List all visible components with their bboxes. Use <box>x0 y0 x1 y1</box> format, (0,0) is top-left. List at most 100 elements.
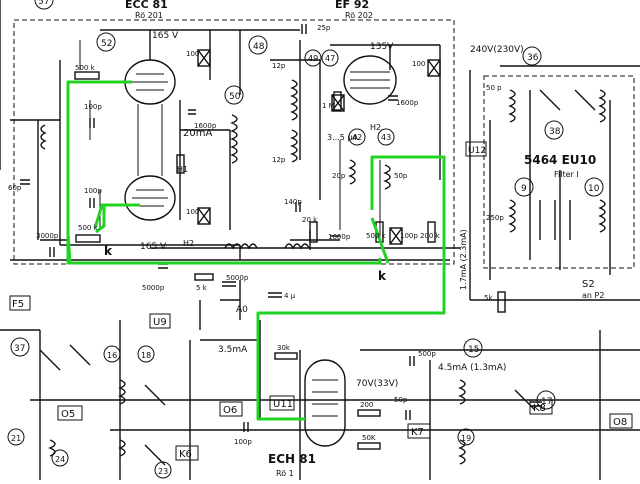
marker-36: 36 <box>527 53 539 63</box>
module-subtitle: Filter I <box>554 170 579 179</box>
tube-label-ef92: EF 92 <box>335 0 369 11</box>
resistor-200k <box>427 221 436 243</box>
tube-ech81 <box>304 359 346 447</box>
label-c12p-a: 12p <box>272 62 286 70</box>
label-h2: H2 <box>183 239 194 248</box>
label-c5000p-a: 5000p <box>142 284 165 292</box>
label-r500k-b: 500 k <box>78 224 99 232</box>
label-c12p-b: 12p <box>272 156 286 164</box>
label-r200: 200 <box>360 401 373 409</box>
label-v135: 135V <box>370 42 394 52</box>
label-c3000p: 3000p <box>36 232 59 240</box>
label-c50p-c: 50p <box>394 396 408 404</box>
marker-10: 10 <box>588 184 600 194</box>
coils <box>40 79 606 465</box>
marker-48: 48 <box>253 42 265 52</box>
label-u12: U12 <box>468 146 486 156</box>
label-c250p: 250p <box>486 214 504 222</box>
label-c5000p-b: 5000p <box>226 274 249 282</box>
label-c100p-a: 100p <box>84 103 102 111</box>
marker-18: 18 <box>141 351 151 360</box>
label-v70: 70V(33V) <box>356 379 398 389</box>
label-c1600p-a: 1600p <box>194 122 217 130</box>
marker-37: 37 <box>14 344 25 354</box>
marker-49: 49 <box>308 54 318 63</box>
label-c100p-b: 100p <box>84 187 102 195</box>
label-c50p-b: 50p <box>394 172 408 180</box>
marker-23: 23 <box>158 467 168 476</box>
label-r1m: 1 M <box>322 102 335 110</box>
marker-50: 50 <box>229 92 241 102</box>
label-r50k: 50K <box>362 434 376 442</box>
resistor-20k <box>309 221 318 243</box>
resistor-50k <box>357 442 381 450</box>
label-v240: 240V(230V) <box>470 45 524 55</box>
label-v165-top: 165 V <box>152 31 179 41</box>
label-o5: O5 <box>61 409 75 420</box>
label-s2: S2 <box>582 279 595 290</box>
label-k-a: k <box>104 244 113 258</box>
label-c60p: 60p <box>8 184 22 192</box>
tube-label-ech81: ECH 81 <box>268 452 316 466</box>
trimmer-caps-bottom <box>39 344 536 466</box>
label-r500k-a: 500 k <box>75 64 96 72</box>
label-c100p-c: 100p <box>400 232 418 240</box>
label-h2b: H2 <box>370 123 381 132</box>
marker-38: 38 <box>549 127 561 137</box>
label-k6: K6 <box>179 449 192 460</box>
label-c100p-d: 100p <box>234 438 252 446</box>
label-i3u: 3...5 µA <box>327 133 358 142</box>
label-c1600p-b: 1600p <box>396 99 419 107</box>
label-k7: K7 <box>411 427 424 438</box>
label-a0: A0 <box>236 305 248 315</box>
label-c500p: 500p <box>418 350 436 358</box>
tube-ref-201: Rö 201 <box>135 11 163 20</box>
label-u11: U11 <box>273 399 293 410</box>
circle-markers <box>7 0 604 479</box>
module-title: 5464 EU10 <box>524 153 596 167</box>
label-k8: K8 <box>533 403 546 414</box>
label-r200k: 200 k <box>420 232 441 240</box>
marker-9: 9 <box>521 184 527 194</box>
label-k-b: k <box>378 269 387 283</box>
resistor-200 <box>357 409 381 417</box>
label-c100-c: 100 <box>412 60 425 68</box>
resistor-h1 <box>176 154 185 174</box>
label-c50p-a: 50 p <box>486 84 502 92</box>
shield-box-filter <box>483 75 635 269</box>
label-i35: 3.5mA <box>218 345 248 355</box>
label-r20k: 20 k <box>302 216 318 224</box>
label-o8: O8 <box>613 417 627 428</box>
marker-21: 21 <box>11 434 21 443</box>
tube-ref-1: Rö 1 <box>276 469 294 478</box>
resistor-5k <box>194 273 214 281</box>
filter-variable-caps <box>539 89 596 240</box>
label-r30k: 30k <box>277 344 291 352</box>
tube-ef92 <box>343 55 397 105</box>
resistor-500k-b <box>75 234 101 243</box>
label-anp2: an P2 <box>582 291 604 300</box>
label-i20: 20mA <box>183 128 212 139</box>
label-o6: O6 <box>223 405 237 416</box>
label-v165-bot: 165 V <box>140 242 167 252</box>
resistor-1m <box>333 91 342 111</box>
label-c140p: 140p <box>284 198 302 206</box>
tube-label-ecc81: ECC 81 <box>125 0 168 11</box>
label-i17: 1.7mA (2.3mA) <box>459 229 468 290</box>
resistor-5k-b <box>497 291 506 313</box>
label-h1: H1 <box>177 165 188 174</box>
label-r500k-c: 500 k <box>366 232 387 240</box>
label-c100-b: 100 <box>186 208 199 216</box>
connectors <box>9 141 633 461</box>
highlight-path <box>66 80 446 421</box>
resistor-500k-a <box>74 71 100 80</box>
marker-43: 43 <box>381 133 391 142</box>
marker-16: 16 <box>107 351 117 360</box>
label-c25p: 25p <box>317 24 331 32</box>
trimmers <box>197 49 441 245</box>
label-c20p: 20p <box>332 172 346 180</box>
marker-19: 19 <box>461 434 471 443</box>
resistor-30k <box>274 352 298 360</box>
